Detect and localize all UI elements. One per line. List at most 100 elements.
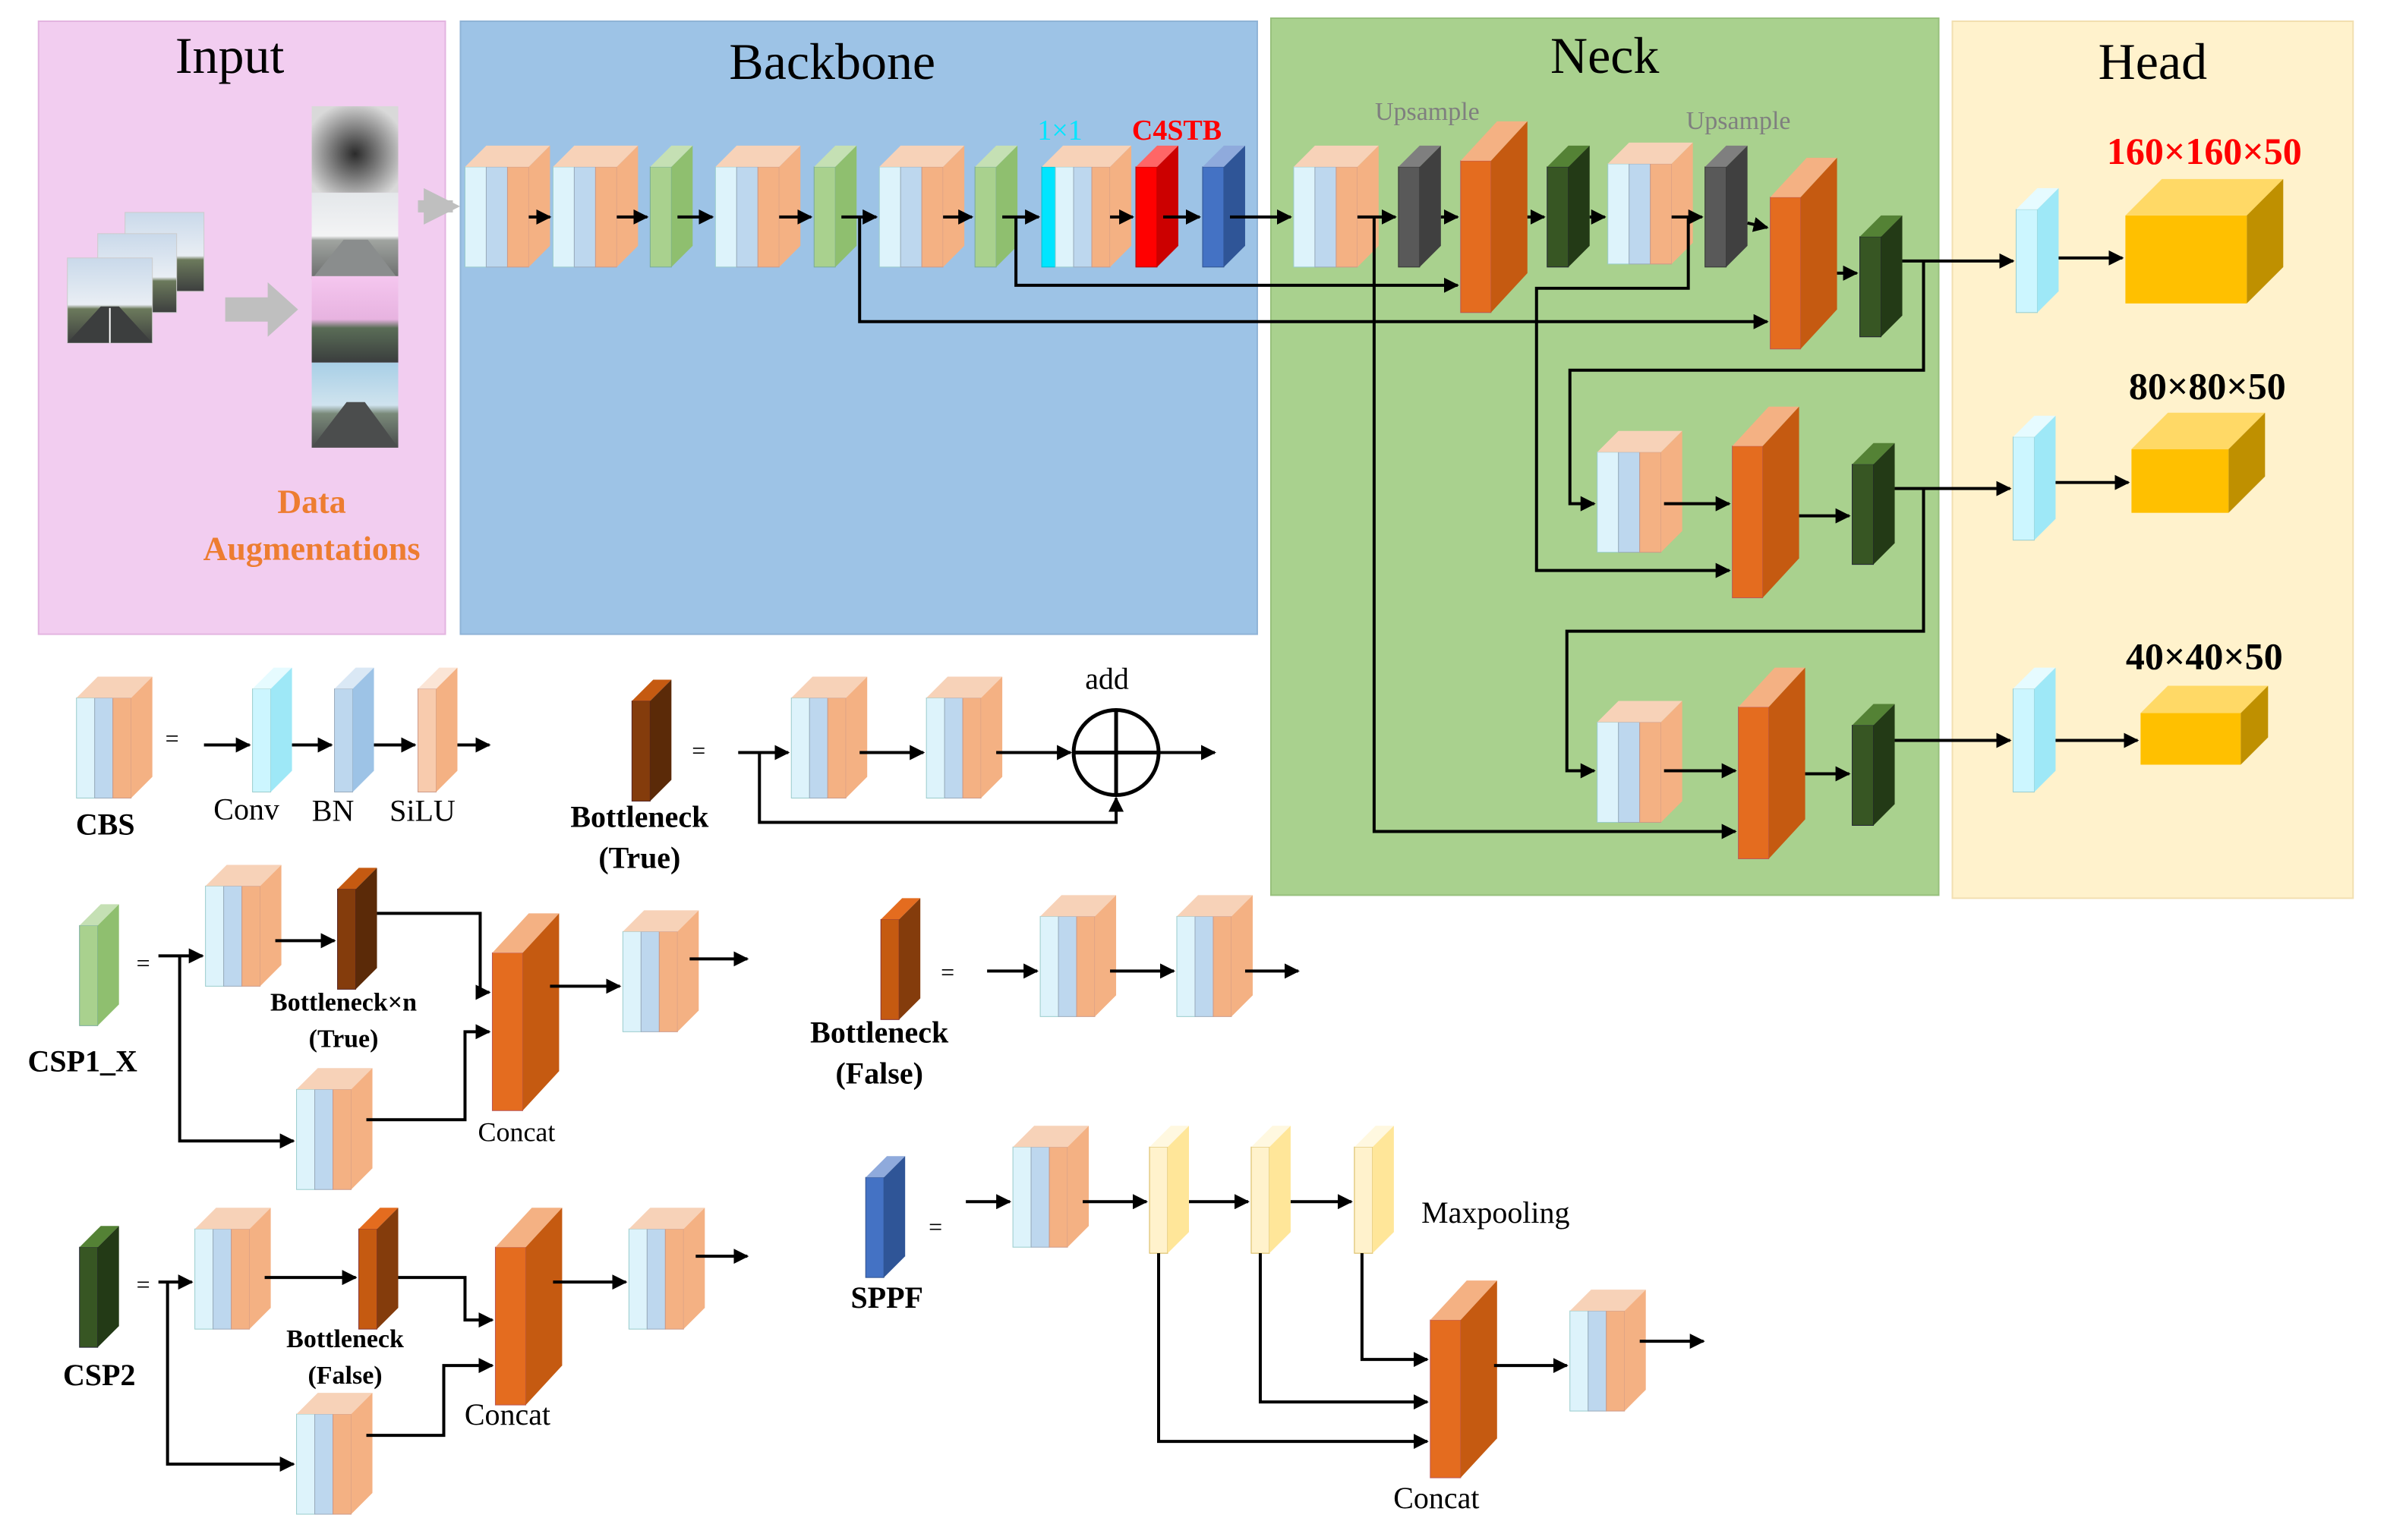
neck-cbs-3 <box>1597 430 1682 553</box>
legend-csp1-cbs-out <box>622 910 699 1032</box>
legend-csp2-eq: = <box>137 1271 150 1298</box>
c4stb-label: C4STB <box>1132 115 1222 146</box>
legend-sppf-cbs-in <box>1012 1126 1090 1248</box>
aug-label-line1: Data <box>277 483 345 521</box>
backbone-panel <box>459 20 1258 635</box>
neck-cbs-2 <box>1607 142 1693 265</box>
legend-csp1-label: CSP1_X <box>28 1044 137 1078</box>
legend-bottleneck-true-label-2: (True) <box>598 840 680 874</box>
legend-add-label: add <box>1085 662 1129 696</box>
legend-sppf-eq: = <box>929 1214 942 1240</box>
legend-sppf-cbs-out <box>1569 1290 1646 1412</box>
legend-csp2-label: CSP2 <box>63 1358 136 1392</box>
backbone-title: Backbone <box>729 33 935 90</box>
backbone-conv1x1-block <box>1041 145 1132 268</box>
legend-bn-slab <box>334 667 374 792</box>
head-conv-3 <box>2012 667 2056 792</box>
legend-sppf-label: SPPF <box>850 1280 922 1315</box>
legend-csp2-arrows <box>158 1249 749 1472</box>
legend-csp1-concat <box>491 913 560 1111</box>
head-conv-1 <box>2015 187 2059 313</box>
legend-bf-cbs-2 <box>1176 895 1253 1017</box>
neck-concat-3 <box>1732 406 1799 599</box>
legend-csp1-bottleneck-label-1: Bottleneck×n <box>270 988 417 1016</box>
legend-maxpooling-label: Maxpooling <box>1421 1195 1569 1230</box>
head-output-label-2: 80×80×50 <box>2129 365 2286 408</box>
neck-cbs-4 <box>1597 701 1682 823</box>
upsample-label-2: Upsample <box>1686 107 1791 135</box>
input-title: Input <box>175 27 285 84</box>
backbone-csp1-2 <box>813 145 857 268</box>
legend-bt-cbs-1 <box>790 676 868 798</box>
legend-bt-arrows <box>738 745 1216 824</box>
neck-csp2-4 <box>1852 704 1895 826</box>
legend-sppf-block <box>865 1156 906 1278</box>
legend-cbs-block <box>76 676 153 798</box>
legend-sppf-arrows <box>966 1194 1705 1450</box>
legend-cbs-eq: = <box>166 726 179 752</box>
neck-concat-2 <box>1770 157 1837 350</box>
legend-csp2-cbs-bottom <box>296 1393 373 1515</box>
head-conv-2 <box>2012 415 2056 541</box>
augmentation-arrow <box>225 282 298 337</box>
legend-csp1-cbs-bottom <box>296 1068 373 1190</box>
legend-cbs-label: CBS <box>76 807 135 841</box>
legend-bottleneck-false-block <box>880 898 921 1020</box>
neck-concat-4 <box>1738 667 1805 859</box>
legend-conv-slab <box>252 667 292 792</box>
neck-csp2-2 <box>1859 215 1903 338</box>
legend-csp2-block <box>79 1226 119 1348</box>
backbone-cbs-4 <box>878 145 965 268</box>
legend-csp2-cbs-top <box>194 1208 271 1330</box>
legend-silu-label: SiLU <box>389 793 456 827</box>
legend-csp1-concat-label: Concat <box>478 1116 555 1147</box>
legend-sppf-maxpool-3 <box>1354 1126 1394 1254</box>
neck-connections <box>858 209 2015 839</box>
legend-bottleneck-false-eq: = <box>941 959 954 985</box>
legend-csp1-bottleneck <box>337 868 377 990</box>
legend-conv-label: Conv <box>213 792 279 826</box>
head-output-cube-2 <box>2131 412 2266 513</box>
head-arrows <box>2055 250 2140 748</box>
legend-bottleneck-true-block <box>631 679 672 801</box>
head-output-label-3: 40×40×50 <box>2126 635 2283 678</box>
legend-bf-cbs-1 <box>1039 895 1117 1017</box>
backbone-cbs-1 <box>464 145 550 268</box>
upsample-label-1: Upsample <box>1375 98 1480 126</box>
legend-sppf-maxpool-1 <box>1149 1126 1190 1254</box>
neck-title: Neck <box>1550 27 1659 84</box>
backbone-c4stb-block <box>1135 145 1179 268</box>
legend-csp2-bottleneck-label-1: Bottleneck <box>286 1325 404 1353</box>
legend-bt-cbs-2 <box>926 676 1003 798</box>
aug-label-line2: Augmentations <box>203 531 421 568</box>
head-title: Head <box>2099 33 2207 90</box>
augmented-images <box>311 106 399 448</box>
legend-bottleneck-false-label-2: (False) <box>835 1056 922 1090</box>
legend-bottleneck-false-label-1: Bottleneck <box>810 1015 949 1049</box>
legend-csp1-eq: = <box>137 950 150 976</box>
legend-csp1-block <box>79 904 119 1026</box>
legend-sppf-concat-label: Concat <box>1393 1481 1479 1515</box>
legend-sppf-concat <box>1430 1280 1497 1479</box>
legend-csp2-bottleneck <box>358 1208 399 1330</box>
legend-csp1-bottleneck-label-2: (True) <box>309 1025 379 1053</box>
head-output-cube-1 <box>2125 178 2284 304</box>
backbone-cbs-3 <box>714 145 801 268</box>
head-output-label-1: 160×160×50 <box>2107 130 2302 172</box>
backbone-sppf-block <box>1202 145 1245 268</box>
neck-upsample-1 <box>1398 145 1441 268</box>
legend-csp2-concat <box>494 1208 563 1406</box>
neck-cbs-1 <box>1293 145 1379 268</box>
legend-bottleneck-true-eq: = <box>692 738 705 764</box>
backbone-cbs-2 <box>552 145 639 268</box>
input-image-stack <box>67 212 205 344</box>
legend-csp1-arrows <box>158 912 749 1149</box>
neck-upsample-2 <box>1704 145 1748 268</box>
legend-bottleneck-true-label-1: Bottleneck <box>570 799 709 833</box>
legend-add-icon <box>1071 708 1161 797</box>
neck-csp2-1 <box>1547 145 1590 268</box>
legend-csp1-cbs-top <box>205 864 282 987</box>
backbone-csp1-1 <box>649 145 693 268</box>
backbone-csp1-3 <box>974 145 1018 268</box>
